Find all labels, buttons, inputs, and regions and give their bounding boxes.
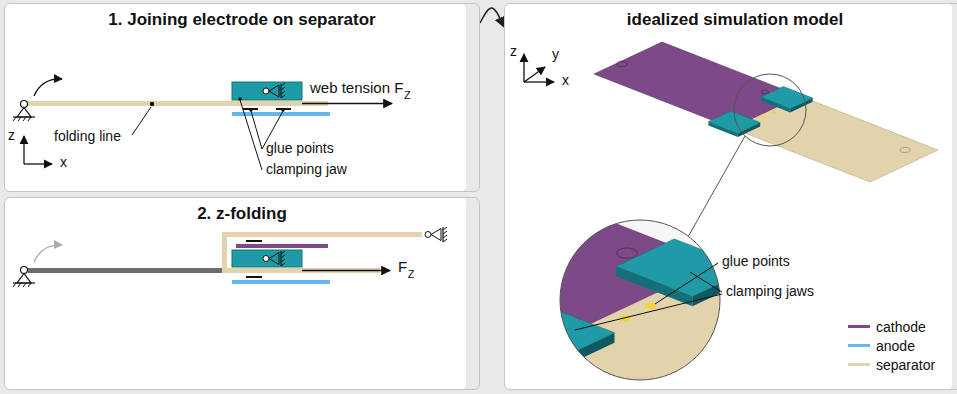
legend-text: anode [876,338,915,354]
panel-heading: 2. z-folding [5,204,479,224]
legend-entry: cathode [848,318,926,334]
legend-swatch [848,325,870,328]
part-label: folding line [54,129,121,144]
legend-text: cathode [876,319,926,335]
part-label: glue points [722,254,790,269]
flow-arrow [480,8,504,27]
part-label: z [8,128,15,143]
part-label: clamping jaws [726,284,814,299]
legend-text: separator [876,357,935,373]
simulation-model [182,42,957,394]
part-label: glue points [266,141,334,156]
panel: 2. z-folding [4,197,480,390]
part-label: web tension F [310,80,403,97]
subscript-label: Z [408,268,415,280]
part-label: y [552,47,559,62]
legend-swatch [848,363,870,366]
legend-entry: separator [848,356,935,372]
part-label: x [562,73,569,88]
z-folding-sketch [13,227,447,287]
part-label: x [60,155,67,170]
legend-entry: anode [848,337,915,353]
legend-swatch [848,344,870,347]
subscript-label: Z [404,89,411,101]
panel-heading: 1. Joining electrode on separator [5,10,479,30]
part-label: F [398,259,407,276]
part-label: z [510,44,517,59]
panel-heading: idealized simulation model [505,10,957,30]
part-label: clamping jaw [266,162,347,177]
